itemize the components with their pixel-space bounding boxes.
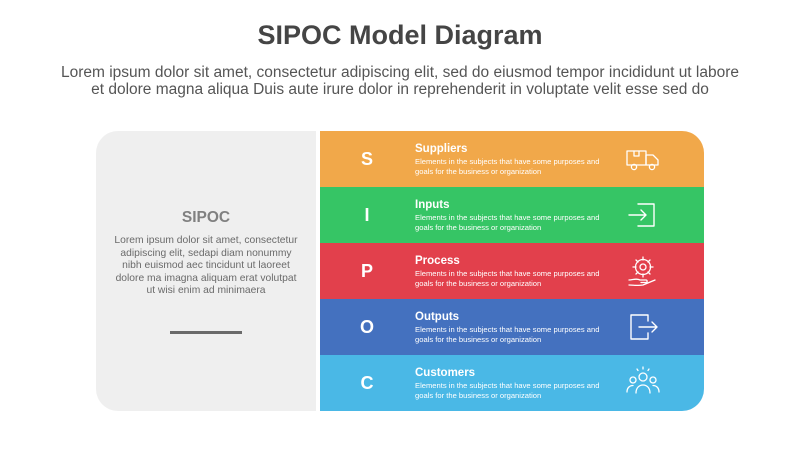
row-description: Elements in the subjects that have some … xyxy=(415,213,600,232)
row-letter: C xyxy=(360,373,374,393)
subtitle-line-2: et dolore magna aliqua Duis aute irure d… xyxy=(91,81,709,98)
subtitle-line-1: Lorem ipsum dolor sit amet, consectetur … xyxy=(60,64,740,81)
row-letter: P xyxy=(360,261,373,281)
row-label: Outputs xyxy=(415,311,460,323)
panel-description: Lorem ipsum dolor sit amet, consectetur … xyxy=(114,235,298,297)
row-label: Inputs xyxy=(415,199,450,211)
row-process: P Process Elements in the subjects that … xyxy=(320,243,704,299)
row-label: Suppliers xyxy=(415,143,468,155)
page-subtitle: Lorem ipsum dolor sit amet, consectetur … xyxy=(20,64,780,98)
page-title: SIPOC Model Diagram xyxy=(257,20,543,50)
delivery-truck-icon xyxy=(624,140,662,178)
row-letter: S xyxy=(360,149,373,169)
row-letter: O xyxy=(359,317,374,337)
sipoc-rows: S Suppliers Elements in the subjects tha… xyxy=(320,131,704,411)
row-description: Elements in the subjects that have some … xyxy=(415,157,600,176)
panel-divider xyxy=(170,331,242,334)
row-label: Customers xyxy=(415,367,476,379)
row-suppliers: S Suppliers Elements in the subjects tha… xyxy=(320,131,704,187)
panel-title: SIPOC xyxy=(181,209,231,226)
row-outputs: O Outputs Elements in the subjects that … xyxy=(320,299,704,355)
row-label: Process xyxy=(415,255,460,267)
row-description: Elements in the subjects that have some … xyxy=(415,269,600,288)
row-description: Elements in the subjects that have some … xyxy=(415,325,600,344)
row-inputs: I Inputs Elements in the subjects that h… xyxy=(320,187,704,243)
exit-door-icon xyxy=(624,308,662,346)
gear-hand-icon xyxy=(624,252,662,290)
row-letter: I xyxy=(364,205,370,225)
customer-group-icon xyxy=(624,364,662,402)
row-description: Elements in the subjects that have some … xyxy=(415,381,600,400)
enter-door-icon xyxy=(624,196,662,234)
row-customers: C Customers Elements in the subjects tha… xyxy=(320,355,704,411)
sipoc-summary-panel: SIPOC Lorem ipsum dolor sit amet, consec… xyxy=(96,131,316,411)
